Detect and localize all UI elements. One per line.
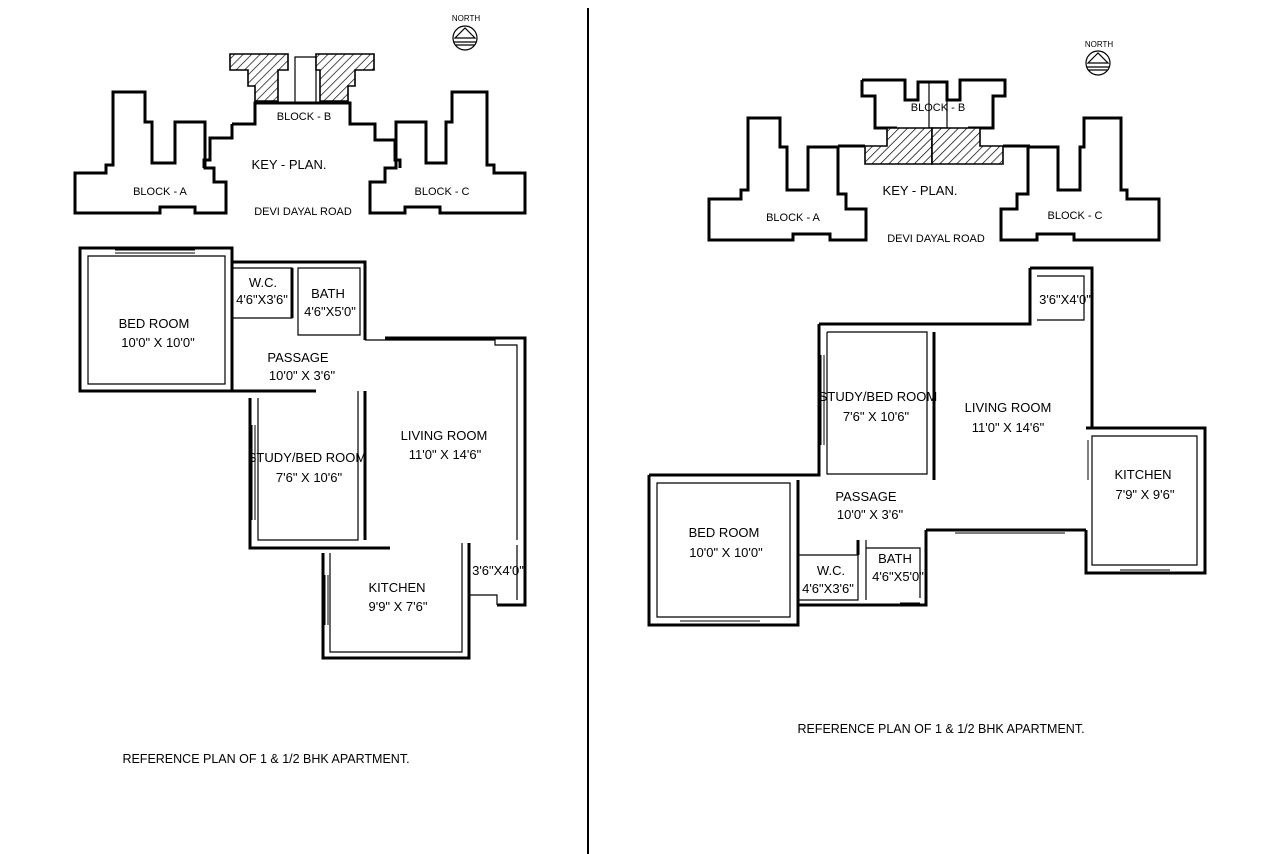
key-plan-title: KEY - PLAN.	[883, 183, 958, 198]
kitchen-name: KITCHEN	[1114, 467, 1171, 482]
living-name: LIVING ROOM	[965, 400, 1052, 415]
key-plan-road: DEVI DAYAL ROAD	[254, 206, 352, 218]
study-size: 7'6" X 10'6"	[276, 470, 343, 485]
north-label: NORTH	[1085, 40, 1114, 49]
bed-room-size: 10'0" X 10'0"	[689, 545, 763, 560]
bath-size: 4'6"X5'0"	[304, 304, 356, 319]
north-label: NORTH	[452, 14, 481, 23]
bed-room-size: 10'0" X 10'0"	[121, 335, 195, 350]
wc-name: W.C.	[249, 275, 277, 290]
plan-caption: REFERENCE PLAN OF 1 & 1/2 BHK APARTMENT.	[122, 752, 409, 766]
passage-name: PASSAGE	[835, 489, 897, 504]
study-name: STUDY/BED ROOM	[819, 389, 937, 404]
north-icon	[452, 25, 478, 51]
key-plan-block-c: BLOCK - C	[1047, 210, 1102, 222]
bed-room-name: BED ROOM	[689, 525, 760, 540]
study-size: 7'6" X 10'6"	[843, 409, 910, 424]
north-icon	[1085, 50, 1111, 76]
kitchen-name: KITCHEN	[368, 580, 425, 595]
passage-name: PASSAGE	[267, 350, 329, 365]
right-sheet: NORTH BLOCK - A BLOCK - B BLOCK - C KEY …	[647, 40, 1207, 736]
living-size: 11'0" X 14'6"	[409, 447, 482, 462]
key-plan-block-b: BLOCK - B	[911, 102, 965, 114]
balcony-size: 3'6"X4'0"	[472, 563, 524, 578]
passage-size: 10'0" X 3'6"	[837, 507, 904, 522]
key-plan-block-b: BLOCK - B	[277, 111, 331, 123]
kitchen-size: 9'9" X 7'6"	[368, 599, 427, 614]
bath-name: BATH	[878, 551, 912, 566]
key-plan-block-a: BLOCK - A	[133, 186, 187, 198]
bed-room-name: BED ROOM	[119, 316, 190, 331]
key-plan-block-c: BLOCK - C	[414, 186, 469, 198]
key-plan-road: DEVI DAYAL ROAD	[887, 233, 985, 245]
living-size: 11'0" X 14'6"	[972, 420, 1045, 435]
passage-size: 10'0" X 3'6"	[269, 368, 336, 383]
bath-size: 4'6"X5'0"	[872, 569, 924, 584]
balcony-size: 3'6"X4'0"	[1039, 292, 1091, 307]
wc-name: W.C.	[817, 563, 845, 578]
wc-size: 4'6"X3'6"	[802, 581, 854, 596]
key-plan-block-a: BLOCK - A	[766, 212, 820, 224]
living-name: LIVING ROOM	[401, 428, 488, 443]
left-sheet: NORTH BLOCK - A BLOCK - B BLOCK - C KEY …	[73, 14, 527, 766]
plan-caption: REFERENCE PLAN OF 1 & 1/2 BHK APARTMENT.	[797, 722, 1084, 736]
bath-name: BATH	[311, 286, 345, 301]
study-name: STUDY/BED ROOM	[248, 450, 366, 465]
apartment-plan	[647, 266, 1207, 627]
key-plan	[73, 53, 527, 215]
key-plan	[707, 78, 1161, 242]
key-plan-title: KEY - PLAN.	[252, 157, 327, 172]
kitchen-size: 7'9" X 9'6"	[1115, 487, 1174, 502]
apartment-plan	[78, 246, 527, 660]
wc-size: 4'6"X3'6"	[236, 292, 288, 307]
